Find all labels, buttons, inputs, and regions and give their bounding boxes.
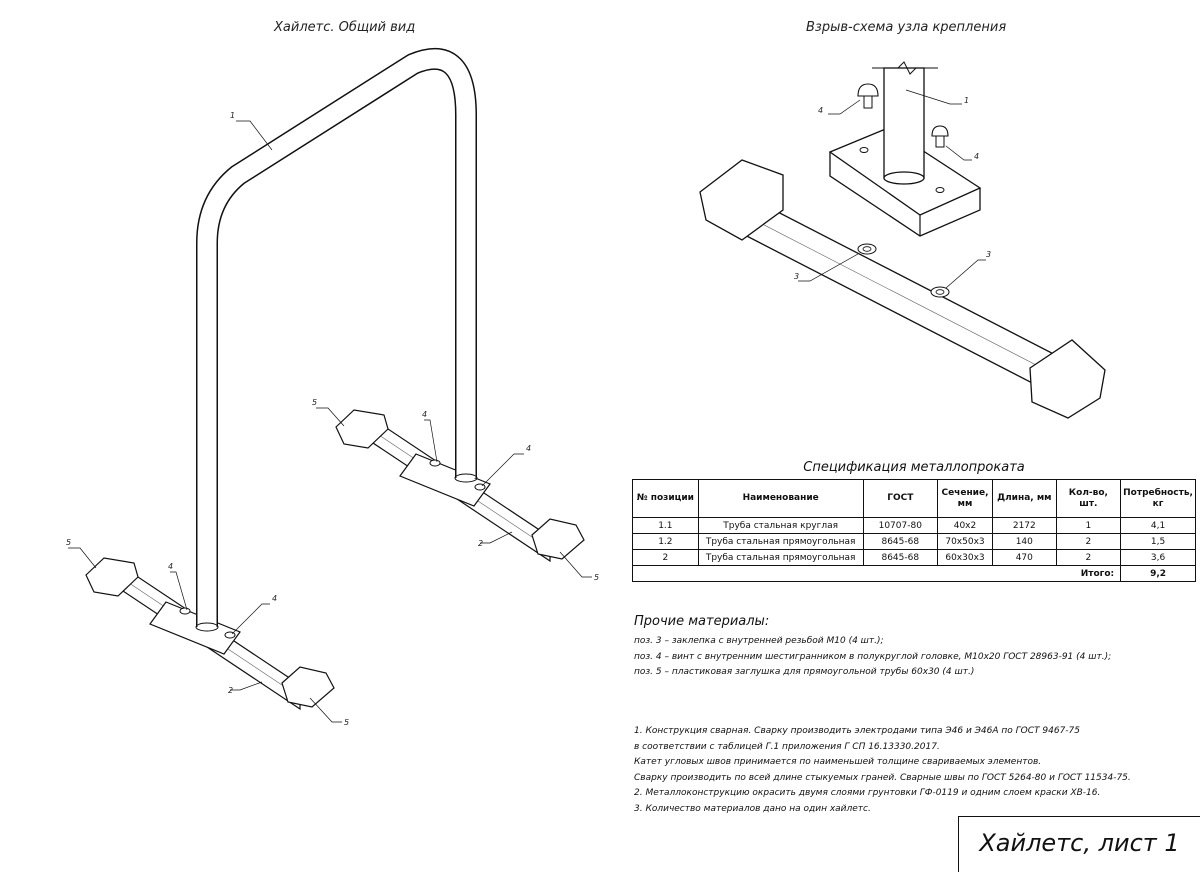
exploded-callout-leaders xyxy=(798,89,986,289)
spec-cell: 60х30х3 xyxy=(937,549,993,566)
callout-number: 4 xyxy=(422,410,428,419)
spec-cell: 2 xyxy=(632,549,699,566)
exploded-screw xyxy=(931,125,949,148)
spec-header-row: № позиции Наименование ГОСТ Сечение, мм … xyxy=(632,479,1196,518)
exploded-end-cap xyxy=(699,159,784,241)
spec-total-label: Итого: xyxy=(631,565,1122,582)
spec-cell: 1 xyxy=(1055,517,1122,534)
rivet-nut xyxy=(930,286,950,298)
table-row: 1.2 Труба стальная прямоугольная 8645-68… xyxy=(632,533,1196,550)
callout-number: 4 xyxy=(168,562,174,571)
callout-number: 5 xyxy=(312,398,318,407)
general-view xyxy=(68,48,592,723)
table-row: 1.1 Труба стальная круглая 10707-80 40х2… xyxy=(632,517,1196,534)
exploded-end-cap xyxy=(1029,339,1106,419)
technical-notes: 1. Конструкция сварная. Сварку производи… xyxy=(634,724,1131,817)
other-materials-title: Прочие материалы: xyxy=(634,614,770,629)
spec-cell: 140 xyxy=(991,533,1057,550)
callout-number: 2 xyxy=(228,686,234,695)
spec-title: Спецификация металлопроката xyxy=(803,460,1025,475)
callout-number: 3 xyxy=(794,272,800,281)
spec-cell: 2172 xyxy=(991,517,1057,534)
frame-tube xyxy=(197,49,476,627)
note-line: в соответствии с таблицей Г.1 приложения… xyxy=(634,741,940,752)
spec-total-row: Итого: 9,2 xyxy=(631,565,1196,582)
spec-table: № позиции Наименование ГОСТ Сечение, мм … xyxy=(631,479,1196,582)
callout-leaders xyxy=(68,120,592,723)
callout-number: 2 xyxy=(478,539,484,548)
spec-cell: 4,1 xyxy=(1120,517,1196,534)
spec-header-cell: ГОСТ xyxy=(862,479,939,518)
spec-cell: 1.2 xyxy=(632,533,699,550)
exploded-frame-tube xyxy=(883,67,925,179)
spec-cell: 2 xyxy=(1055,533,1122,550)
note-line: Сварку производить по всей длине стыкуем… xyxy=(634,772,1131,783)
spec-cell: 40х2 xyxy=(937,517,993,534)
note-line: 3. Количество материалов дано на один ха… xyxy=(634,803,871,814)
callout-number: 1 xyxy=(964,96,970,105)
rivet-nut xyxy=(857,243,877,255)
spec-cell: 1.1 xyxy=(632,517,699,534)
spec-cell: Труба стальная прямоугольная xyxy=(697,533,864,550)
callout-number: 4 xyxy=(526,444,532,453)
spec-header-cell: № позиции xyxy=(632,479,699,518)
spec-cell: 2 xyxy=(1055,549,1122,566)
frame-tube-outline xyxy=(196,48,477,627)
spec-cell: Труба стальная круглая xyxy=(697,517,864,534)
list-item: поз. 5 – пластиковая заглушка для прямоу… xyxy=(634,667,975,677)
spec-header-cell: Наименование xyxy=(697,479,864,518)
callout-number: 1 xyxy=(230,111,236,120)
callout-number: 4 xyxy=(974,152,980,161)
table-row: 2 Труба стальная прямоугольная 8645-68 6… xyxy=(632,549,1196,566)
list-item: поз. 3 – заклепка с внутренней резьбой М… xyxy=(634,636,884,646)
spec-header-cell: Потребность, кг xyxy=(1120,479,1196,518)
spec-total-value: 9,2 xyxy=(1120,565,1196,582)
spec-header-cell: Сечение, мм xyxy=(937,479,993,518)
spec-cell: Труба стальная прямоугольная xyxy=(697,549,864,566)
exploded-screw xyxy=(857,83,879,109)
spec-header-cell: Длина, мм xyxy=(991,479,1057,518)
callout-number: 5 xyxy=(344,718,350,727)
spec-cell: 8645-68 xyxy=(862,549,939,566)
spec-cell: 10707-80 xyxy=(862,517,939,534)
note-line: 2. Металлоконструкцию окрасить двумя сло… xyxy=(634,788,1101,798)
spec-cell: 8645-68 xyxy=(862,533,939,550)
callout-number: 3 xyxy=(986,250,992,259)
spec-cell: 470 xyxy=(991,549,1057,566)
other-materials-list: поз. 3 – заклепка с внутренней резьбой М… xyxy=(634,634,1111,681)
spec-cell: 70х50х3 xyxy=(937,533,993,550)
note-line: 1. Конструкция сварная. Сварку производи… xyxy=(634,726,1081,736)
list-item: поз. 4 – винт с внутренним шестиграннико… xyxy=(634,651,1112,662)
callout-number: 5 xyxy=(594,573,600,582)
title-block: Хайлетс, лист 1 xyxy=(958,816,1200,872)
spec-cell: 3,6 xyxy=(1120,549,1196,566)
spec-cell: 1,5 xyxy=(1120,533,1196,550)
general-view-title: Хайлетс. Общий вид xyxy=(274,20,416,35)
exploded-view-title: Взрыв-схема узла крепления xyxy=(806,20,1007,35)
sheet-title: Хайлетс, лист 1 xyxy=(979,829,1180,857)
callout-number: 4 xyxy=(272,594,278,603)
callout-number: 5 xyxy=(66,538,72,547)
exploded-view xyxy=(699,61,1106,419)
note-line: Катет угловых швов принимается по наимен… xyxy=(634,757,1042,767)
spec-header-cell: Кол-во, шт. xyxy=(1055,479,1122,518)
callout-number: 4 xyxy=(818,106,824,115)
